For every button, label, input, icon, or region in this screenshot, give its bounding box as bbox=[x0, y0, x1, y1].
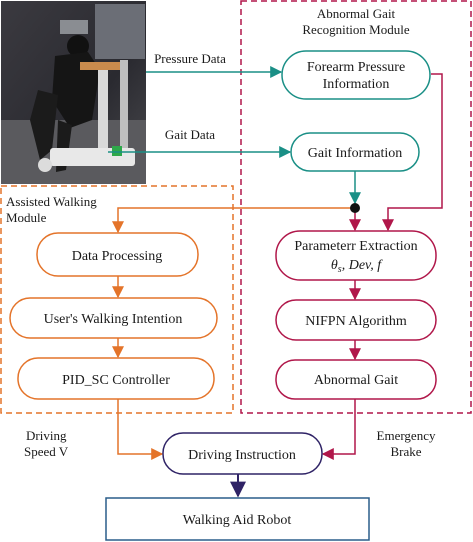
nifpn-algorithm-text: NIFPN Algorithm bbox=[305, 314, 407, 329]
abnormal-gait-module-frame bbox=[240, 0, 472, 414]
parameter-extraction-node: Parameterr Extraction θs, Dev, f bbox=[275, 230, 437, 281]
pid-to-driving-arrow bbox=[117, 399, 164, 460]
junction-to-data-processing-arrow bbox=[112, 207, 355, 234]
junction-dot bbox=[350, 203, 360, 213]
emergency-brake-label-line2: Brake bbox=[390, 444, 421, 459]
assisted-module-title-line1: Assisted Walking bbox=[6, 194, 97, 209]
forearm-pressure-text-line2: Information bbox=[323, 77, 390, 92]
driving-instruction-text: Driving Instruction bbox=[188, 448, 296, 463]
walking-aid-robot-text: Walking Aid Robot bbox=[183, 513, 292, 528]
parameter-extraction-symbols: θs, Dev, f bbox=[331, 258, 383, 275]
gait-information-node: Gait Information bbox=[290, 132, 420, 172]
parameter-extraction-text: Parameterr Extraction bbox=[294, 239, 417, 254]
nifpn-algorithm-node: NIFPN Algorithm bbox=[275, 299, 437, 341]
abnormal-gait-node: Abnormal Gait bbox=[275, 359, 437, 400]
driving-instruction-node: Driving Instruction bbox=[162, 432, 323, 475]
forearm-to-param-arrow bbox=[382, 73, 443, 232]
abnormal-gait-text: Abnormal Gait bbox=[314, 373, 398, 388]
data-processing-text: Data Processing bbox=[72, 249, 163, 264]
walking-aid-robot-node: Walking Aid Robot bbox=[105, 497, 370, 541]
abnormal-module-title-line2: Recognition Module bbox=[302, 22, 409, 37]
driving-speed-label-line1: Driving bbox=[26, 428, 67, 443]
pressure-data-label: Pressure Data bbox=[154, 51, 226, 66]
gait-data-label: Gait Data bbox=[165, 127, 215, 142]
assisted-walking-module-frame bbox=[0, 185, 234, 414]
user-robot-photo bbox=[1, 1, 146, 184]
abnormal-module-title-line1: Abnormal Gait bbox=[317, 6, 396, 21]
pid-controller-node: PID_SC Controller bbox=[17, 357, 215, 400]
walking-intention-text: User's Walking Intention bbox=[44, 312, 183, 327]
walking-intention-node: User's Walking Intention bbox=[9, 297, 218, 339]
forearm-pressure-text-line1: Forearm Pressure bbox=[307, 60, 405, 75]
abnormal-to-driving-arrow bbox=[321, 399, 356, 460]
assisted-module-title-line2: Module bbox=[6, 210, 47, 225]
gait-information-text: Gait Information bbox=[308, 146, 402, 161]
emergency-brake-label-line1: Emergency bbox=[377, 428, 436, 443]
forearm-pressure-node: Forearm Pressure Information bbox=[281, 50, 431, 100]
driving-speed-label-line2: Speed V bbox=[24, 444, 69, 459]
pid-controller-text: PID_SC Controller bbox=[62, 373, 170, 388]
data-processing-node: Data Processing bbox=[36, 232, 199, 277]
